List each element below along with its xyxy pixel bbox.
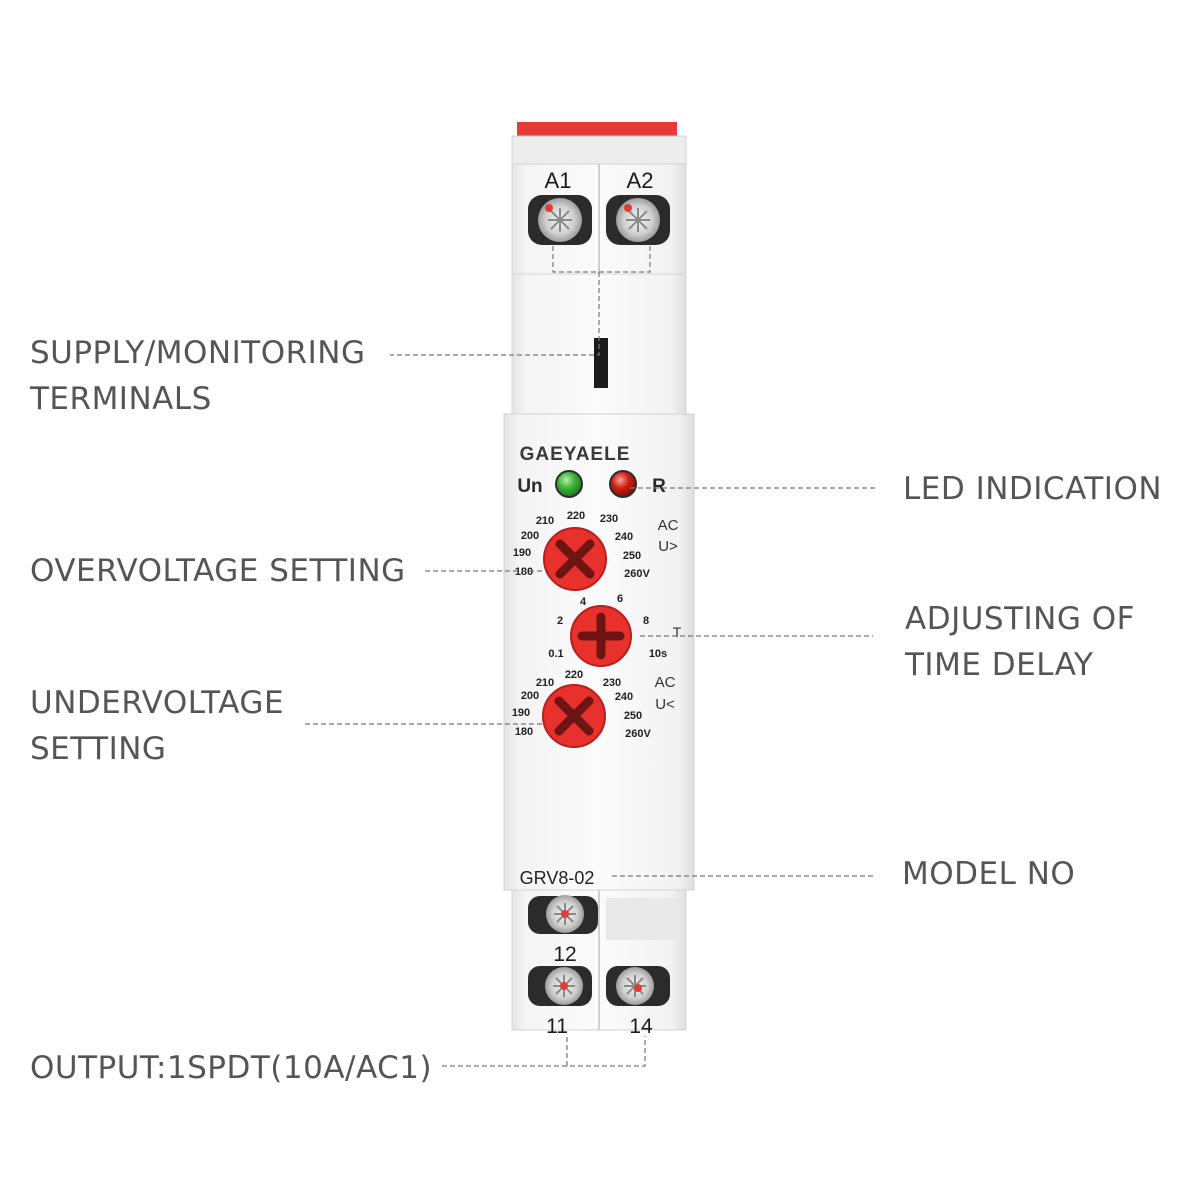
marker-dot [560,982,568,990]
output-terminals: 11 14 [528,966,670,1038]
led-indicators: Un R [517,470,666,498]
terminal-label-a1: A1 [545,168,572,193]
dial-tick: 190 [513,547,531,559]
dial-unit: U> [658,538,678,555]
dial-unit: AC [655,674,676,691]
undervoltage-dial: 210 220 230 200 190 180 240 250 260V AC … [512,669,676,748]
dial-tick: 230 [603,677,621,689]
overvoltage-setting-callout: OVERVOLTAGE SETTING [30,553,406,589]
dial-tick: 190 [512,707,530,719]
time-delay-callout: ADJUSTING OF TIME DELAY [905,596,1135,688]
dial-unit: AC [658,517,679,534]
dial-tick: 2 [557,615,563,627]
callout-line-2: SETTING [30,731,167,767]
callout-line-1: UNDERVOLTAGE [30,685,285,721]
dial-tick: 8 [643,615,649,627]
output-callout: OUTPUT:1SPDT(10A/AC1) [30,1050,433,1086]
callout-line-2: TIME DELAY [905,647,1094,683]
terminal-label-11: 11 [546,1015,568,1038]
relay-housing [503,122,695,1031]
terminal-label-14: 14 [629,1015,653,1038]
overvoltage-dial: 210 220 230 200 190 180 240 250 260V AC … [513,510,679,591]
led-indication-callout: LED INDICATION [903,471,1163,507]
dial-unit: T [673,624,682,640]
dial-tick: 210 [536,515,554,527]
undervoltage-setting-callout: UNDERVOLTAGE SETTING [30,680,284,772]
leader-lines [305,246,875,1067]
marker-dot [624,204,632,212]
terminal-label-12: 12 [553,943,576,966]
callout-line-1: SUPPLY/MONITORING [30,335,366,371]
dial-tick: 200 [521,530,539,542]
dial-tick: 180 [515,566,533,578]
callout-line-2: TERMINALS [30,381,212,417]
front-panel [503,413,695,891]
model-number: GRV8-02 [520,868,595,888]
led-label-un: Un [517,476,542,497]
dial-tick: 10s [649,648,667,660]
model-no-callout: MODEL NO [902,856,1076,892]
marker-dot [545,204,553,212]
dial-tick: 180 [515,726,533,738]
dial-tick: 220 [565,669,583,681]
terminal-12: 12 [528,895,598,966]
dial-tick: 6 [617,593,623,605]
dial-tick: 230 [600,513,618,525]
dial-tick: 260V [624,568,650,580]
supply-terminals-callout: SUPPLY/MONITORING TERMINALS [30,330,366,422]
terminal-cover-slot [594,338,608,388]
marker-dot [561,910,569,918]
led-label-r: R [652,476,666,497]
brand-logo: GAEYAELE [520,444,631,465]
dial-tick: 240 [615,531,633,543]
dial-tick: 220 [567,510,585,522]
dial-tick: 250 [623,550,641,562]
dial-tick: 240 [615,691,633,703]
dial-tick: 250 [624,710,642,722]
marker-dot [634,984,642,992]
dial-unit: U< [655,696,675,713]
relay-led-red [609,470,637,498]
time-delay-dial: 4 6 2 0.1 8 10s T [548,593,682,667]
leader-line-output [442,1036,646,1067]
dial-tick: 4 [580,596,587,608]
power-led-green [555,470,583,498]
callout-line-1: ADJUSTING OF [905,601,1135,637]
leader-line-supply-bracket [552,246,651,273]
dial-tick: 260V [625,728,651,740]
terminal-label-a2: A2 [627,168,654,193]
supply-terminals: A1 A2 [528,168,670,245]
dial-tick: 0.1 [548,648,563,660]
dial-tick: 200 [521,690,539,702]
leader-line-supply [390,272,600,356]
dial-tick: 210 [536,677,554,689]
